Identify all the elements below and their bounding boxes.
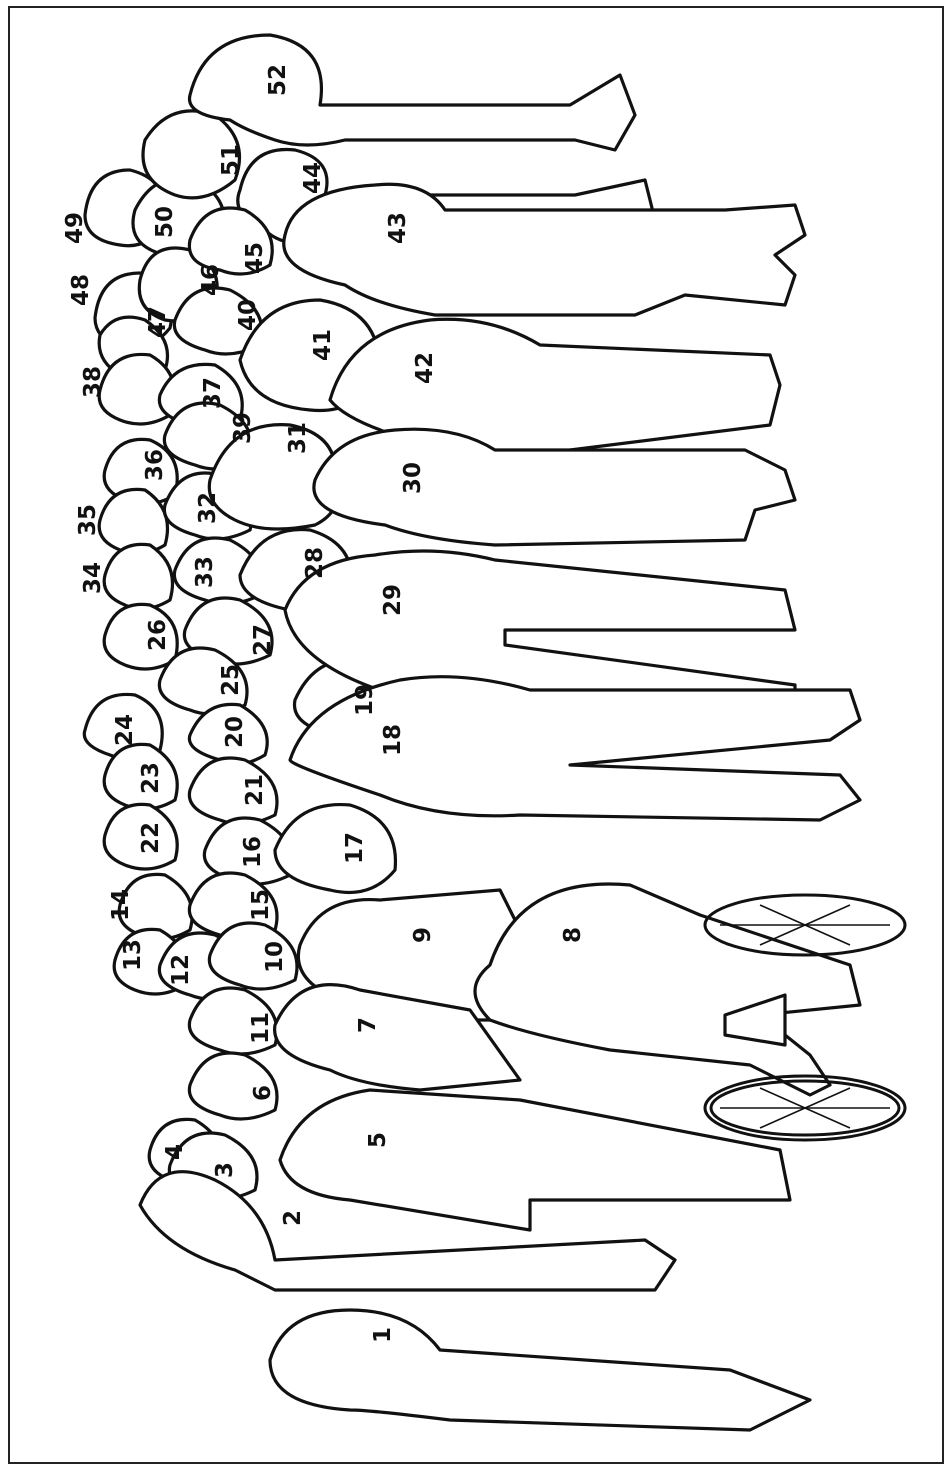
- figure-number-label: 40: [235, 299, 261, 331]
- figure-number-label: 34: [80, 562, 106, 594]
- figure-number-label: 4: [162, 1144, 188, 1160]
- figure-number-label: 30: [400, 462, 426, 494]
- figure-number-label: 18: [380, 724, 406, 756]
- figure-number-label: 14: [108, 889, 134, 921]
- figure-number-label: 5: [365, 1132, 391, 1148]
- figure-number-label: 8: [560, 927, 586, 943]
- figure-number-label: 32: [195, 492, 221, 524]
- figure-number-label: 29: [380, 584, 406, 616]
- figure-outline-34: [104, 544, 172, 609]
- figure-number-label: 47: [145, 306, 171, 338]
- figure-number-label: 49: [62, 212, 88, 244]
- figure-outline-8: [475, 884, 860, 1095]
- figure-number-label: 22: [138, 822, 164, 854]
- figure-number-label: 50: [152, 206, 178, 238]
- figure-number-label: 10: [262, 941, 288, 973]
- figure-number-label: 41: [310, 329, 336, 361]
- figure-number-label: 16: [240, 836, 266, 868]
- figure-number-label: 2: [280, 1210, 306, 1226]
- figure-number-label: 43: [385, 212, 411, 244]
- figure-number-label: 1: [370, 1327, 396, 1343]
- figure-number-label: 7: [355, 1017, 381, 1033]
- figure-number-label: 26: [145, 619, 171, 651]
- figure-outline-1: [270, 1310, 810, 1430]
- figure-outline-17: [275, 805, 395, 893]
- figure-number-label: 31: [285, 422, 311, 454]
- figure-number-label: 3: [212, 1162, 238, 1178]
- figure-number-label: 19: [352, 684, 378, 716]
- figure-number-label: 48: [68, 274, 94, 306]
- figure-outline-52: [190, 35, 636, 150]
- figure-number-label: 27: [250, 624, 276, 656]
- figure-number-label: 35: [75, 504, 101, 536]
- figure-number-label: 51: [218, 144, 244, 176]
- figure-number-label: 28: [302, 547, 328, 579]
- figure-number-label: 9: [410, 927, 436, 943]
- figure-number-label: 23: [138, 762, 164, 794]
- figure-number-label: 52: [265, 64, 291, 96]
- figure-number-label: 25: [218, 664, 244, 696]
- figure-number-label: 42: [412, 352, 438, 384]
- figure-number-label: 46: [198, 264, 224, 296]
- figure-number-label: 20: [222, 716, 248, 748]
- figure-number-label: 33: [192, 556, 218, 588]
- figure-number-label: 6: [250, 1085, 276, 1101]
- figure-number-label: 12: [168, 954, 194, 986]
- figure-number-label: 17: [342, 832, 368, 864]
- figure-outline-5: [280, 1090, 790, 1230]
- figure-number-label: 37: [200, 377, 226, 409]
- figure-number-label: 11: [248, 1012, 274, 1044]
- figure-number-label: 13: [120, 939, 146, 971]
- figure-number-label: 21: [242, 774, 268, 806]
- figure-number-label: 44: [300, 162, 326, 194]
- figure-number-label: 15: [248, 889, 274, 921]
- figure-number-label: 36: [142, 449, 168, 481]
- figure-number-label: 24: [112, 714, 138, 746]
- figure-number-label: 45: [242, 242, 268, 274]
- figure-number-label: 38: [80, 366, 106, 398]
- figure-number-label: 39: [230, 412, 256, 444]
